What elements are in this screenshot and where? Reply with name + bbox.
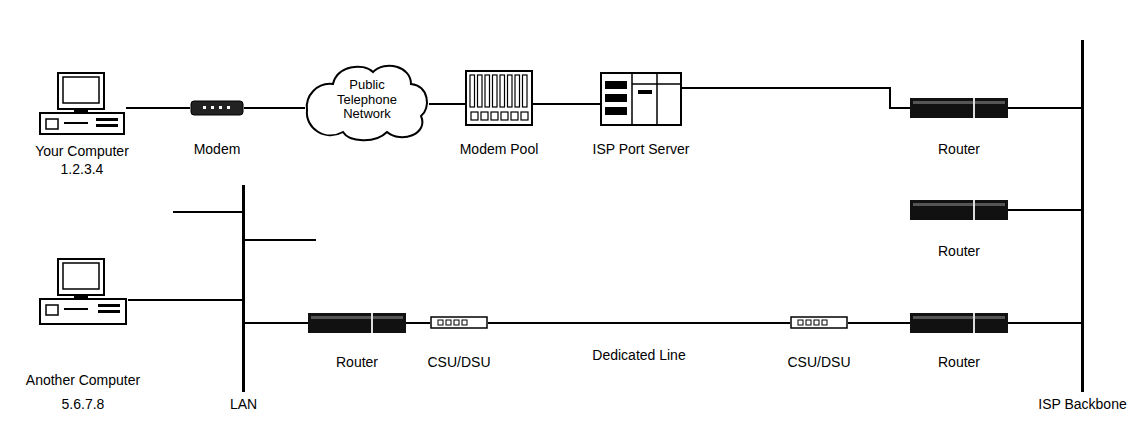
- router-icon: [910, 200, 1008, 220]
- connector: [533, 103, 600, 105]
- caption: Modem: [194, 140, 241, 158]
- network-bus: [242, 185, 245, 392]
- modem-pool-icon: [465, 70, 533, 126]
- node-label: Modem: [194, 140, 241, 158]
- computer-icon-node: Another Computer5.6.7.8: [38, 258, 128, 326]
- computer-icon-node: Your Computer1.2.3.4: [38, 72, 126, 136]
- connector: [245, 322, 308, 324]
- node-label: LAN: [230, 395, 257, 413]
- node-label: ISP Backbone: [1038, 395, 1126, 413]
- connector: [406, 322, 430, 324]
- node-label: Modem Pool: [460, 140, 539, 158]
- modem-icon-node: Modem: [190, 100, 244, 116]
- caption: ISP Port Server: [592, 140, 689, 158]
- port-server-icon: [600, 72, 682, 126]
- node-label: CSU/DSU: [787, 353, 850, 371]
- router-icon-node: Router: [910, 313, 1008, 333]
- node-label: Router: [938, 242, 980, 260]
- lan-stub: [173, 211, 242, 213]
- caption: Modem Pool: [460, 140, 539, 158]
- ip-address: 1.2.3.4: [35, 160, 129, 178]
- caption: Router: [938, 140, 980, 158]
- ip-address: 5.6.7.8: [26, 392, 140, 416]
- connector: [488, 322, 790, 324]
- csu-dsu-icon: [430, 316, 488, 329]
- computer-icon: [38, 72, 126, 136]
- caption: Your Computer1.2.3.4: [35, 142, 129, 178]
- caption: Another Computer5.6.7.8: [26, 368, 140, 416]
- connector: [126, 107, 190, 109]
- connector: [682, 88, 910, 108]
- node-label: Router: [336, 353, 378, 371]
- network-bus: [1081, 40, 1084, 392]
- caption: LAN: [230, 395, 257, 413]
- router-icon-node: Router: [910, 98, 1008, 118]
- router-icon: [910, 313, 1008, 333]
- node-label: Router: [938, 140, 980, 158]
- caption: Router: [938, 353, 980, 371]
- caption: CSU/DSU: [427, 353, 490, 371]
- csu-dsu-icon-node: CSU/DSU: [430, 316, 488, 329]
- caption: CSU/DSU: [787, 353, 850, 371]
- computer-icon: [38, 258, 128, 326]
- connector: [429, 103, 465, 105]
- network-bus-node: ISP Backbone: [1081, 40, 1084, 392]
- node-label: Another Computer: [26, 368, 140, 392]
- connector: [1008, 107, 1081, 109]
- caption: Router: [938, 242, 980, 260]
- modem-pool-icon-node: Modem Pool: [465, 70, 533, 126]
- router-icon: [308, 313, 406, 333]
- router-icon: [910, 98, 1008, 118]
- node-label: ISP Port Server: [592, 140, 689, 158]
- port-server-icon-node: ISP Port Server: [600, 72, 682, 126]
- connector: [244, 107, 305, 109]
- csu-dsu-icon: [790, 316, 848, 329]
- line-label: Dedicated Line: [589, 347, 688, 363]
- connector: [1008, 322, 1081, 324]
- lan-stub: [245, 239, 316, 241]
- node-label: Router: [938, 353, 980, 371]
- node-label: Your Computer: [35, 142, 129, 160]
- connector: [848, 322, 910, 324]
- caption: ISP Backbone: [1038, 395, 1126, 413]
- connector: [1008, 209, 1081, 211]
- node-label: CSU/DSU: [427, 353, 490, 371]
- router-icon-node: Router: [308, 313, 406, 333]
- network-cloud-node: Public Telephone Network: [305, 58, 429, 142]
- router-icon-node: Router: [910, 200, 1008, 220]
- label-group: Public Telephone Network: [305, 58, 429, 142]
- caption: Router: [336, 353, 378, 371]
- csu-dsu-icon-node: CSU/DSU: [790, 316, 848, 329]
- network-bus-node: LAN: [242, 185, 245, 392]
- connector: [128, 299, 242, 301]
- node-label: Public Telephone Network: [331, 78, 403, 123]
- modem-icon: [190, 100, 244, 116]
